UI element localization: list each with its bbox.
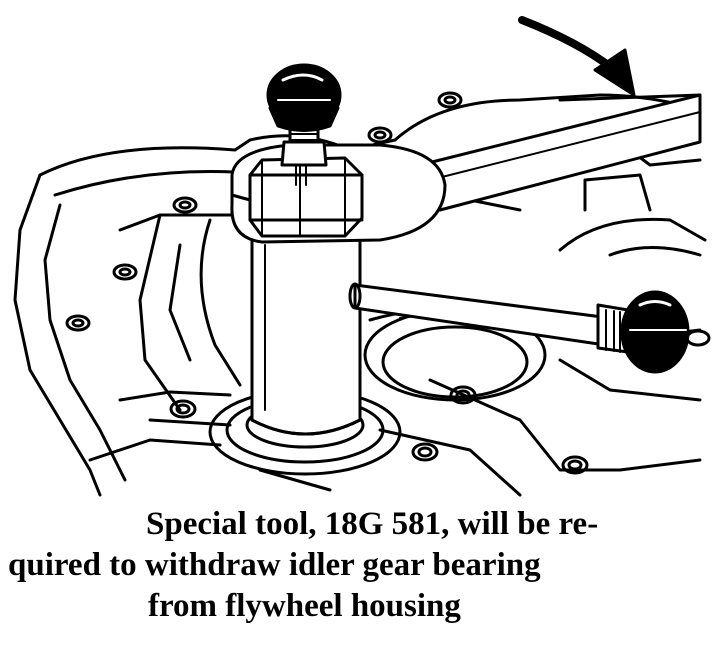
rotation-arrow-icon	[518, 16, 636, 97]
caption-line: quired to withdraw idler gear bearing	[8, 547, 541, 583]
tool-body	[250, 236, 362, 436]
caption-line: from flywheel housing	[148, 588, 461, 624]
spanner-handle	[418, 93, 702, 212]
tool-illustration	[13, 16, 711, 497]
figure-caption: Special tool, 18G 581, will be re- quire…	[0, 500, 720, 650]
tommy-bar-knob-icon	[620, 290, 690, 374]
tommy-bar-lower	[348, 282, 630, 354]
top-knob-icon	[266, 63, 342, 132]
caption-line: Special tool, 18G 581, will be re-	[146, 506, 599, 542]
